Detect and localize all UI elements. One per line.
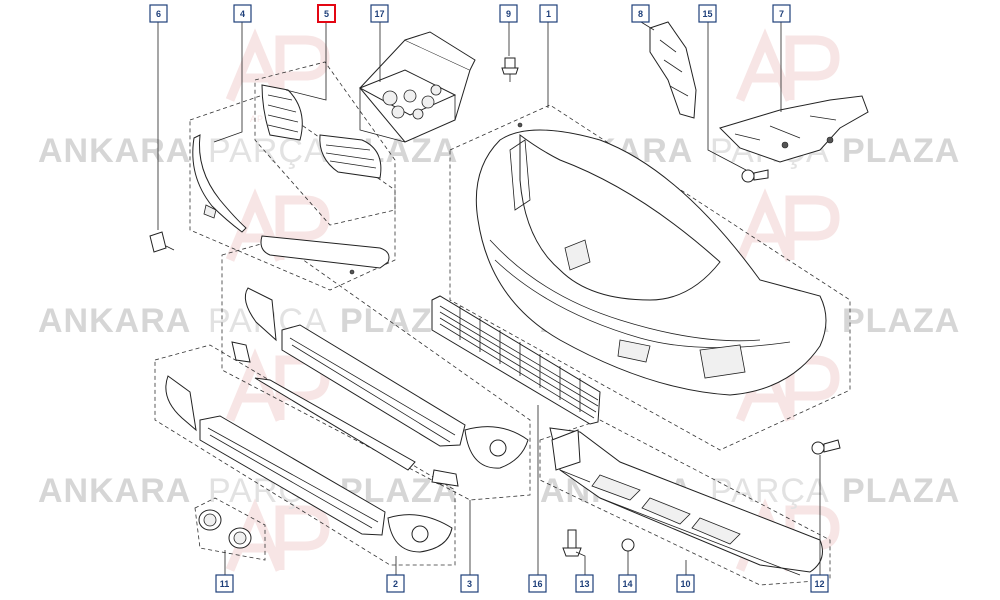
leader-15 xyxy=(707,22,747,171)
callout-label-4: 4 xyxy=(240,9,245,19)
callout-label-8: 8 xyxy=(638,9,643,19)
part-5-grille-insert-upper[interactable] xyxy=(261,84,303,141)
callout-label-11: 11 xyxy=(220,579,230,589)
callout-label-5: 5 xyxy=(324,9,329,19)
leader-lines xyxy=(157,21,821,575)
callout-4[interactable]: 4 xyxy=(233,4,252,23)
part-2-lower-grille[interactable] xyxy=(165,375,453,553)
group-outline-5 xyxy=(254,61,396,226)
group-outline-10 xyxy=(539,419,831,586)
svg-text:ANKARA: ANKARA xyxy=(38,472,191,510)
callouts: 6 4 5 17 9 1 8 15 7 11 2 3 16 13 14 10 1… xyxy=(149,4,829,593)
callout-9[interactable]: 9 xyxy=(499,4,518,23)
part-12-screw[interactable] xyxy=(811,439,841,455)
callout-label-6: 6 xyxy=(156,9,161,19)
callout-16[interactable]: 16 xyxy=(528,574,547,593)
part-17-clip-kit-box[interactable] xyxy=(358,31,476,143)
part-4-side-trim[interactable] xyxy=(192,134,247,233)
callout-label-7: 7 xyxy=(779,9,784,19)
callout-10[interactable]: 10 xyxy=(676,574,695,593)
callout-label-17: 17 xyxy=(374,9,384,19)
callout-label-15: 15 xyxy=(702,9,712,19)
part-11-fog-lamps[interactable] xyxy=(198,509,252,549)
callout-label-14: 14 xyxy=(622,579,632,589)
callout-6[interactable]: 6 xyxy=(149,4,168,23)
group-outlines xyxy=(154,61,851,586)
watermark-mid: PARÇA xyxy=(208,132,328,170)
group-outline-4 xyxy=(189,95,396,291)
callout-5-highlighted[interactable]: 5 xyxy=(317,4,336,23)
callout-7[interactable]: 7 xyxy=(772,4,791,23)
part-10-undertray[interactable] xyxy=(549,427,823,576)
callout-17[interactable]: 17 xyxy=(370,4,389,23)
callout-12[interactable]: 12 xyxy=(810,574,829,593)
svg-text:PLAZA: PLAZA xyxy=(842,302,960,340)
callout-13[interactable]: 13 xyxy=(575,574,594,593)
callout-label-9: 9 xyxy=(506,9,511,19)
callout-label-16: 16 xyxy=(532,579,542,589)
callout-2[interactable]: 2 xyxy=(386,574,405,593)
part-16-lower-grille[interactable] xyxy=(431,295,601,425)
part-7-side-bracket[interactable] xyxy=(719,95,869,163)
group-outline-1 xyxy=(449,104,851,451)
part-3-grille-assembly[interactable] xyxy=(231,287,529,487)
part-1-front-bumper[interactable] xyxy=(475,122,827,396)
callout-3[interactable]: 3 xyxy=(460,574,479,593)
watermark-left: ANKARA xyxy=(38,132,191,170)
watermark-right: PLAZA xyxy=(842,132,960,170)
callout-label-3: 3 xyxy=(467,579,472,589)
watermark-logo-text: AP xyxy=(250,114,264,124)
callout-15[interactable]: 15 xyxy=(698,4,717,23)
group-outline-3 xyxy=(221,239,531,501)
part-5-grille-insert-lower[interactable] xyxy=(319,134,382,179)
part-15-bolt[interactable] xyxy=(741,169,769,183)
callout-label-2: 2 xyxy=(393,579,398,589)
callout-14[interactable]: 14 xyxy=(618,574,637,593)
part-4-lower-trim[interactable] xyxy=(260,235,390,275)
part-6-clip[interactable] xyxy=(149,231,175,253)
group-outline-2 xyxy=(154,344,456,566)
part-14-screw[interactable] xyxy=(621,538,635,562)
part-13-push-clip[interactable] xyxy=(562,529,582,557)
svg-text:PARÇA: PARÇA xyxy=(710,472,830,510)
parts-layer xyxy=(149,21,869,576)
leader-4 xyxy=(213,22,243,143)
callout-label-12: 12 xyxy=(814,579,824,589)
leader-5 xyxy=(285,22,327,101)
leader-8 xyxy=(640,21,655,31)
callout-label-1: 1 xyxy=(546,9,551,19)
callout-11[interactable]: 11 xyxy=(215,574,234,593)
leader-13 xyxy=(575,551,586,575)
callout-1[interactable]: 1 xyxy=(539,4,558,23)
callout-label-10: 10 xyxy=(680,579,690,589)
watermark-row: ANKARA PARÇA PLAZA ANKARA PARÇA PLAZA xyxy=(38,472,960,510)
part-8-bracket[interactable] xyxy=(649,21,697,119)
svg-text:ANKARA: ANKARA xyxy=(38,302,191,340)
callout-label-13: 13 xyxy=(579,579,589,589)
part-9-screw[interactable] xyxy=(501,57,519,82)
callout-8[interactable]: 8 xyxy=(631,4,650,23)
svg-text:PLAZA: PLAZA xyxy=(842,472,960,510)
